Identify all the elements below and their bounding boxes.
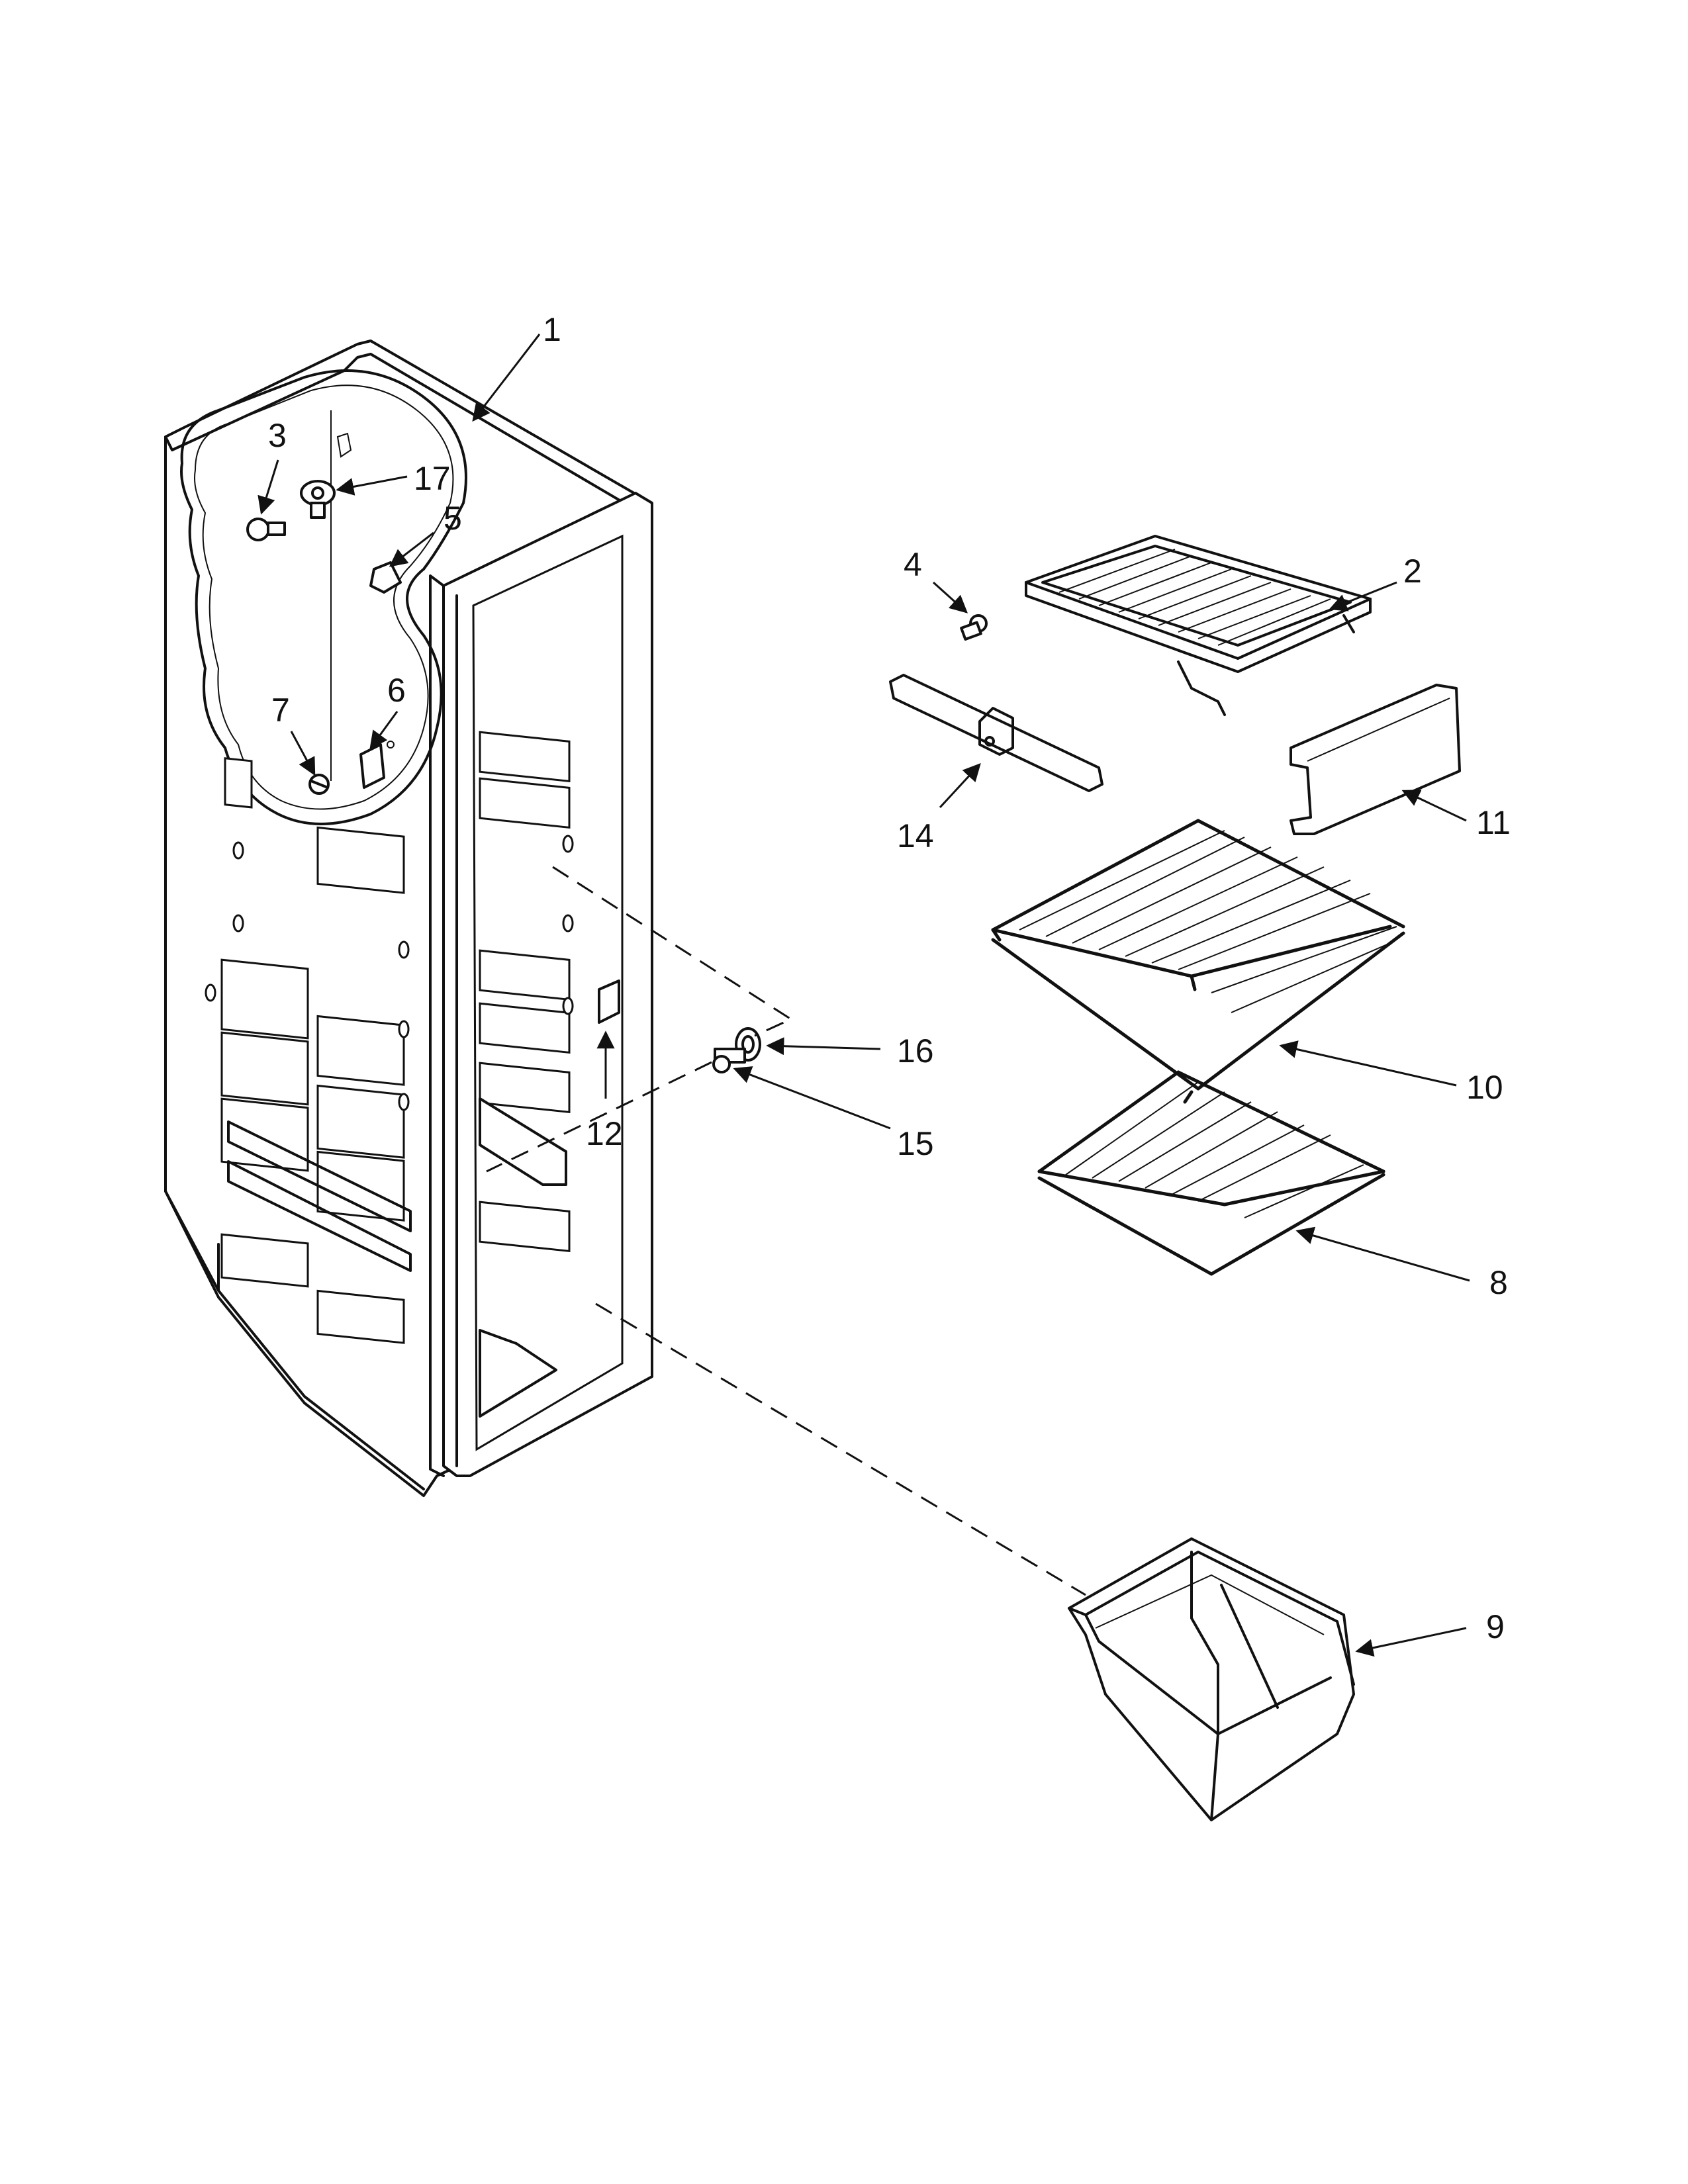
callout-10: 10 [1466, 1069, 1503, 1106]
callout-11: 11 [1476, 804, 1511, 841]
leader-3 [258, 459, 279, 515]
callout-5: 5 [444, 500, 462, 537]
leader-2 [1329, 581, 1397, 612]
callout-16: 16 [897, 1032, 934, 1069]
wire-shelf-lower [1037, 1070, 1385, 1276]
assembly-guide-lines [486, 866, 1086, 1596]
wire-shelf-upper [991, 819, 1405, 1104]
leader-10 [1279, 1040, 1457, 1087]
callout-12: 12 [586, 1115, 623, 1152]
leader-16 [766, 1037, 881, 1056]
shelf-bracket [889, 674, 1103, 792]
shelf-support [598, 979, 620, 1024]
leader-lines [258, 334, 1470, 1657]
callout-labels: 1 2 3 4 5 6 7 8 9 10 11 12 14 15 16 17 [268, 311, 1511, 1645]
callout-2: 2 [1403, 553, 1422, 590]
shelf-divider [1289, 684, 1461, 835]
mounting-screw [960, 614, 988, 641]
callout-3: 3 [268, 417, 287, 454]
shelf-stop-screw [712, 1048, 746, 1073]
leader-9 [1355, 1627, 1467, 1657]
callout-9: 9 [1486, 1608, 1505, 1645]
callout-6: 6 [387, 672, 406, 709]
leader-4 [932, 581, 968, 614]
leader-5 [389, 531, 434, 567]
callout-15: 15 [897, 1125, 934, 1162]
leader-11 [1401, 790, 1467, 822]
leader-7 [290, 731, 316, 776]
freezer-basket [1068, 1537, 1355, 1821]
light-bulb [246, 518, 286, 541]
screw [308, 774, 330, 795]
light-shield-clip [369, 561, 402, 594]
callout-4: 4 [904, 546, 922, 583]
callout-17: 17 [414, 460, 451, 497]
callout-1: 1 [543, 311, 561, 348]
shelf-stop [735, 1027, 761, 1062]
leader-17 [336, 475, 408, 496]
callout-7: 7 [271, 692, 290, 729]
glass-shelf [1025, 535, 1372, 716]
leader-15 [733, 1066, 891, 1130]
lamp-socket [300, 480, 336, 519]
leader-6 [369, 711, 399, 750]
leader-14 [939, 763, 981, 809]
leader-1 [472, 334, 541, 422]
leader-8 [1295, 1226, 1470, 1282]
callout-14: 14 [897, 817, 934, 854]
callout-8: 8 [1489, 1264, 1508, 1301]
freezer-liner [164, 340, 653, 1497]
